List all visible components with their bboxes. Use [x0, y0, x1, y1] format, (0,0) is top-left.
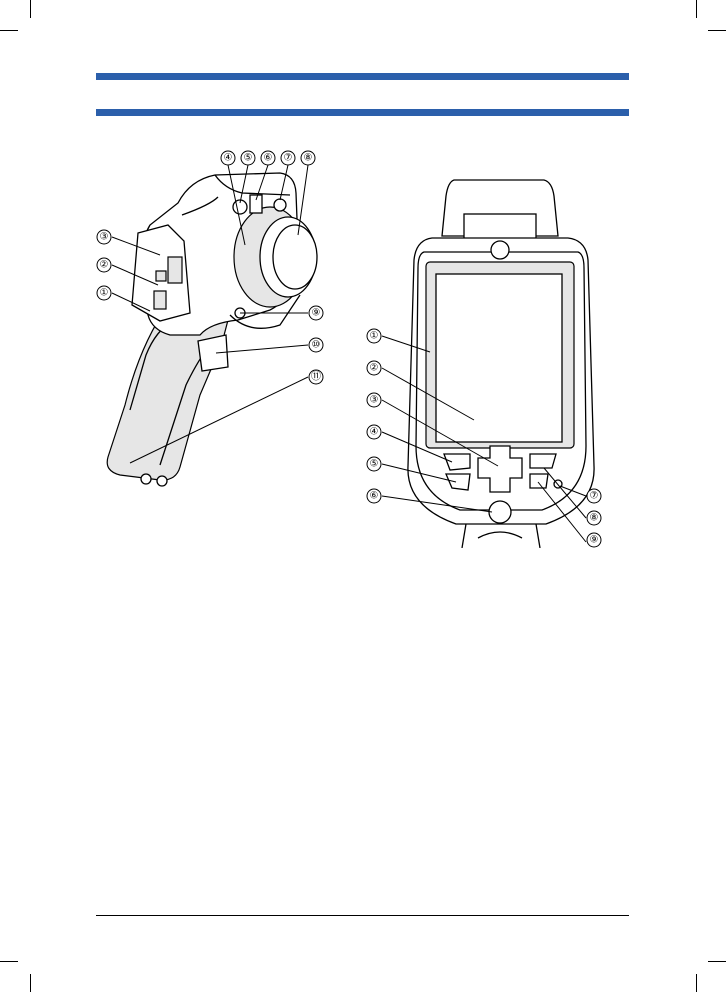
header-bar-bottom	[96, 109, 629, 116]
callout-7: ⑦	[281, 151, 295, 165]
svg-text:④: ④	[224, 153, 233, 164]
callout-4: ④	[367, 425, 381, 439]
callout-2: ②	[97, 258, 111, 272]
crop-mark	[30, 0, 31, 18]
crop-mark	[30, 974, 31, 992]
svg-text:③: ③	[370, 395, 379, 406]
callout-8: ⑧	[587, 511, 601, 525]
svg-text:③: ③	[100, 232, 109, 243]
svg-text:⑧: ⑧	[590, 513, 599, 524]
callout-3: ③	[97, 230, 111, 244]
camera-front-view-figure: ① ② ③ ④ ⑤ ⑥ ⑦ ⑧ ⑨	[362, 176, 612, 548]
svg-text:④: ④	[370, 427, 379, 438]
svg-text:⑤: ⑤	[370, 459, 379, 470]
callout-9: ⑨	[587, 533, 601, 547]
footer-rule	[96, 915, 629, 916]
callout-6: ⑥	[261, 151, 275, 165]
svg-text:⑨: ⑨	[590, 535, 599, 546]
callout-3: ③	[367, 393, 381, 407]
svg-text:①: ①	[370, 331, 379, 342]
callout-6: ⑥	[367, 489, 381, 503]
callout-1: ①	[97, 286, 111, 300]
svg-text:⑧: ⑧	[304, 153, 313, 164]
camera-side-view-figure: ① ② ③ ④ ⑤ ⑥ ⑦ ⑧ ⑨ ⑩ ⑪	[90, 145, 340, 500]
trigger	[198, 335, 228, 371]
crop-mark	[708, 961, 726, 962]
display-screen	[436, 274, 562, 442]
svg-text:⑥: ⑥	[370, 491, 379, 502]
crop-mark	[696, 974, 697, 992]
svg-text:⑥: ⑥	[264, 153, 273, 164]
callout-1: ①	[367, 329, 381, 343]
svg-text:⑦: ⑦	[284, 153, 293, 164]
callout-9: ⑨	[309, 306, 323, 320]
callout-8: ⑧	[301, 151, 315, 165]
svg-text:①: ①	[100, 288, 109, 299]
svg-text:②: ②	[100, 260, 109, 271]
callout-5: ⑤	[367, 457, 381, 471]
callout-2: ②	[367, 361, 381, 375]
callout-7: ⑦	[587, 489, 601, 503]
right-top-button	[530, 454, 556, 468]
right-bottom-button	[530, 474, 548, 488]
svg-text:⑤: ⑤	[244, 153, 253, 164]
svg-text:②: ②	[370, 363, 379, 374]
callout-11: ⑪	[309, 370, 323, 384]
svg-text:⑨: ⑨	[312, 308, 321, 319]
callout-5: ⑤	[241, 151, 255, 165]
callout-4: ④	[221, 151, 235, 165]
svg-text:⑦: ⑦	[590, 491, 599, 502]
crop-mark	[0, 961, 18, 962]
svg-text:⑩: ⑩	[312, 340, 321, 351]
callout-10: ⑩	[309, 338, 323, 352]
svg-text:⑪: ⑪	[311, 371, 321, 383]
crop-mark	[0, 30, 18, 31]
header-bar-top	[96, 73, 629, 80]
power-button	[489, 501, 511, 523]
crop-mark	[708, 30, 726, 31]
crop-mark	[696, 0, 697, 18]
